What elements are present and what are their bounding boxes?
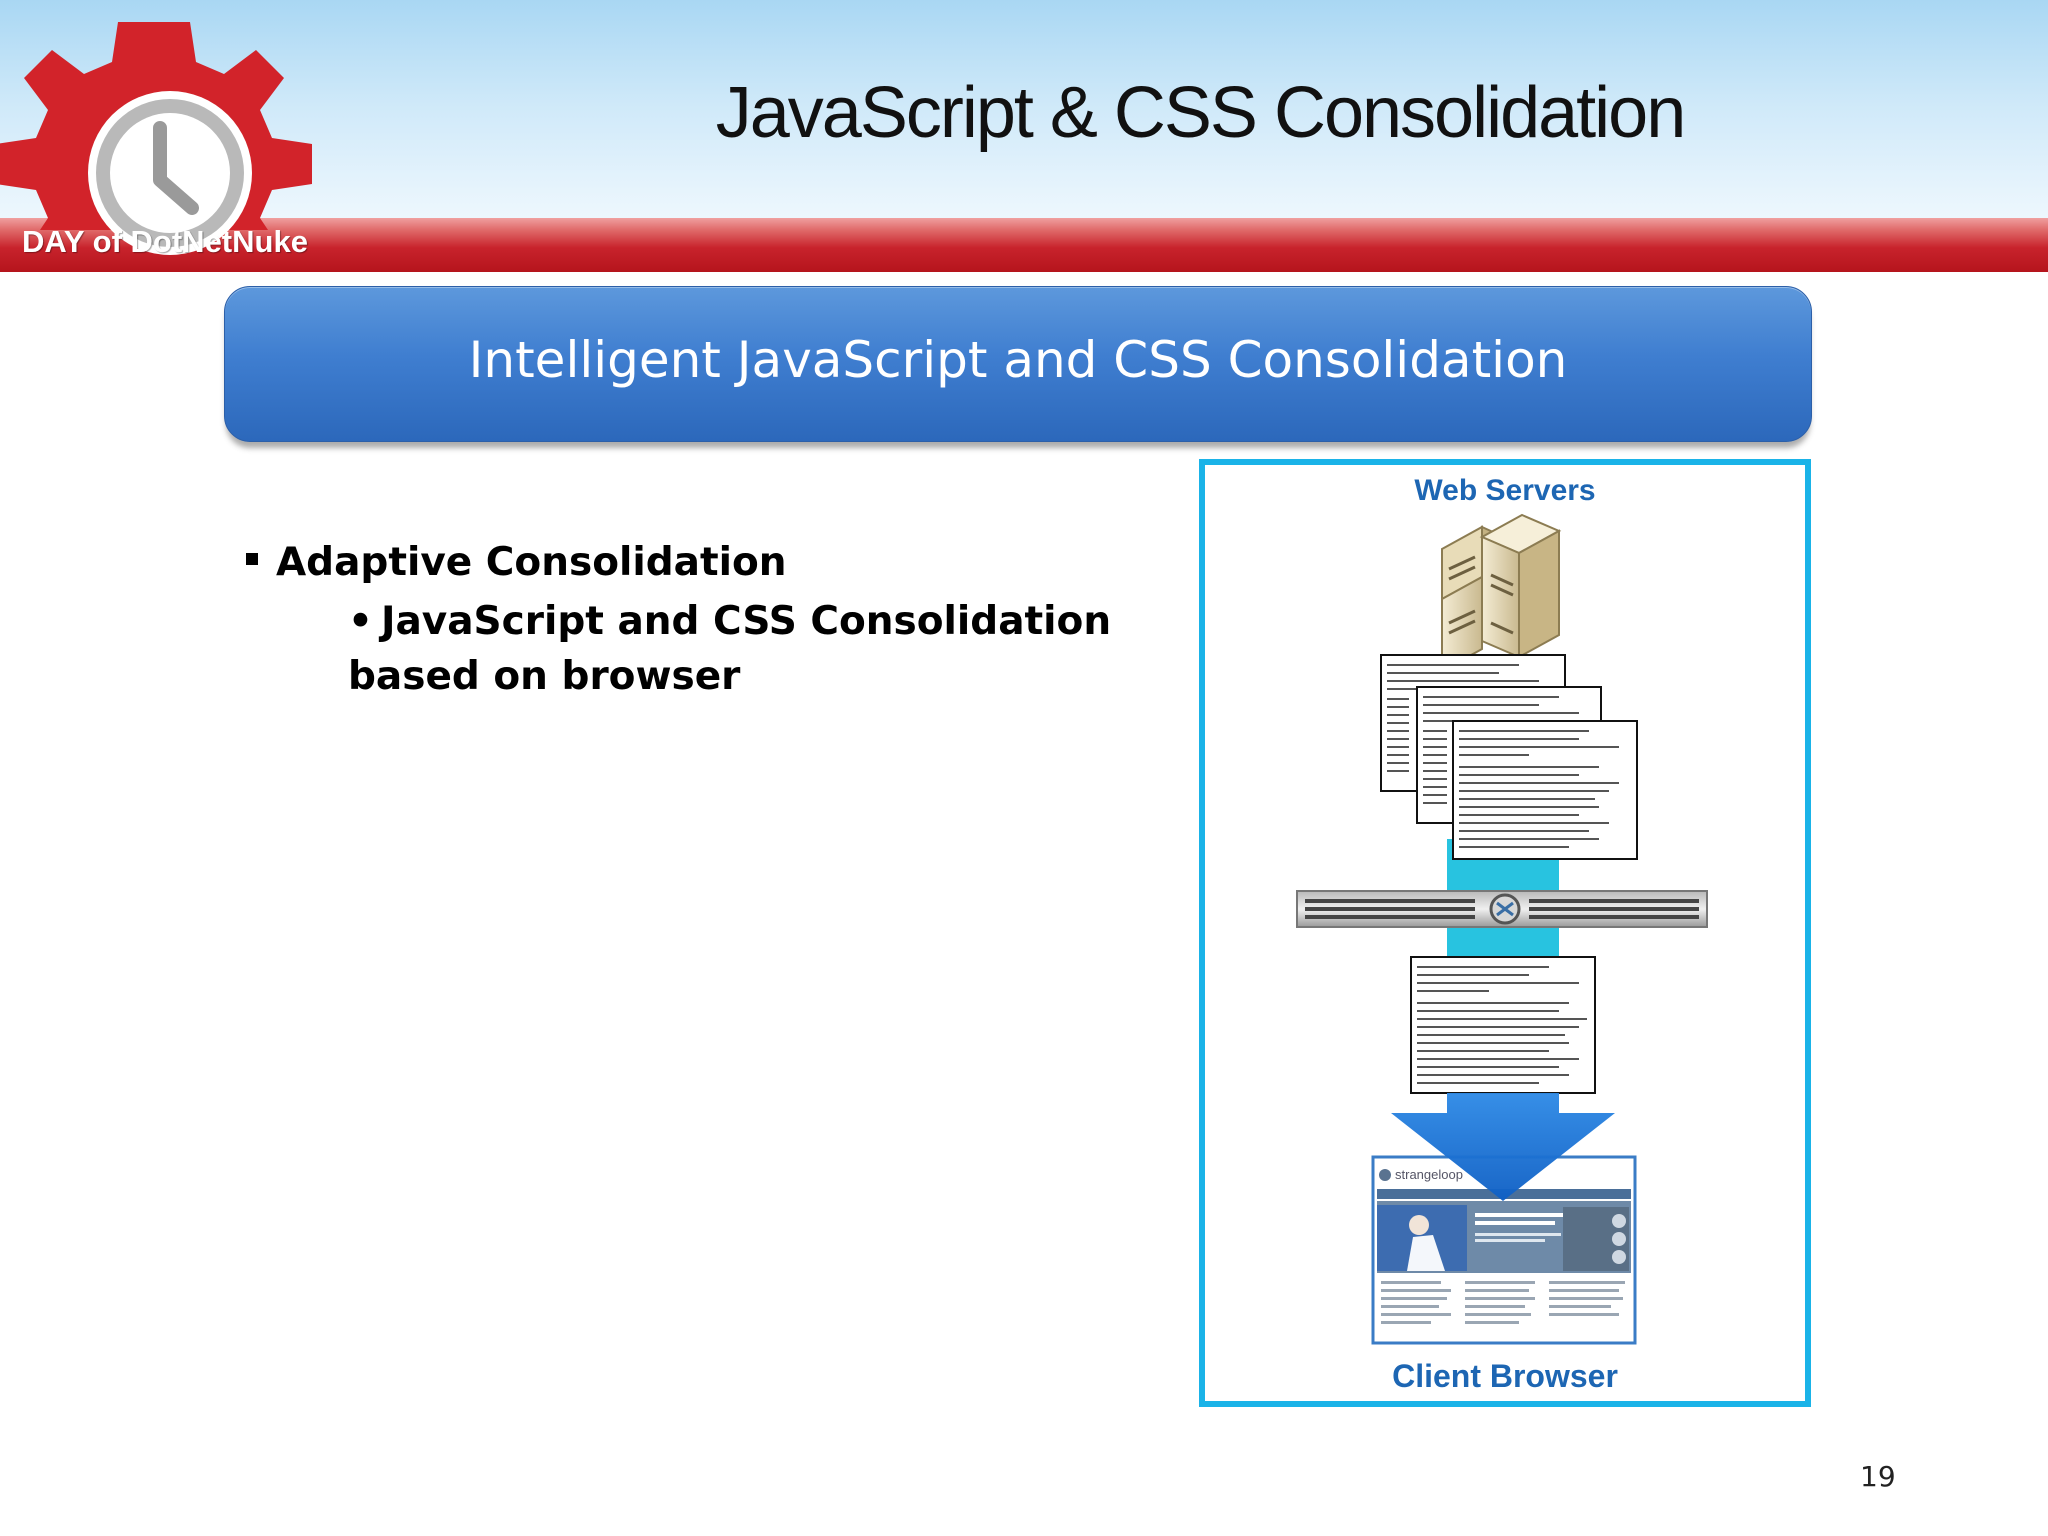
slide-header-background: [0, 0, 2048, 232]
client-browser-label: Client Browser: [1392, 1358, 1618, 1394]
browser-brand-text: strangeloop: [1395, 1167, 1463, 1182]
banner-text: Intelligent JavaScript and CSS Consolida…: [468, 331, 1568, 389]
page-number: 19: [1860, 1460, 1896, 1493]
bullet-level2: •JavaScript and CSS Consolidation based …: [348, 594, 1128, 704]
square-bullet-icon: [246, 552, 258, 565]
bullet-level1: Adaptive Consolidation: [246, 540, 787, 585]
consolidation-diagram: strangeloop: [1296, 513, 1708, 1345]
banner: Intelligent JavaScript and CSS Consolida…: [224, 286, 1812, 442]
acceleration-appliance-icon: [1296, 890, 1708, 928]
gear-clock-icon: [0, 22, 312, 255]
gear-shape: [0, 22, 312, 255]
web-servers-label: Web Servers: [1414, 474, 1596, 507]
down-arrow-icon: [1391, 1093, 1615, 1201]
bullet-level2-text: JavaScript and CSS Consolidation based o…: [348, 599, 1112, 699]
code-documents-stack: [1380, 654, 1638, 860]
bullet-level1-text: Adaptive Consolidation: [276, 540, 787, 585]
slide-title: JavaScript & CSS Consolidation: [715, 73, 1687, 153]
server-stack-icon: [1441, 513, 1562, 673]
header-red-band: [0, 218, 2048, 272]
consolidated-code-document: [1410, 956, 1596, 1094]
logo-text: DAY of DotNetNuke: [22, 224, 308, 259]
round-bullet-icon: •: [348, 599, 373, 644]
